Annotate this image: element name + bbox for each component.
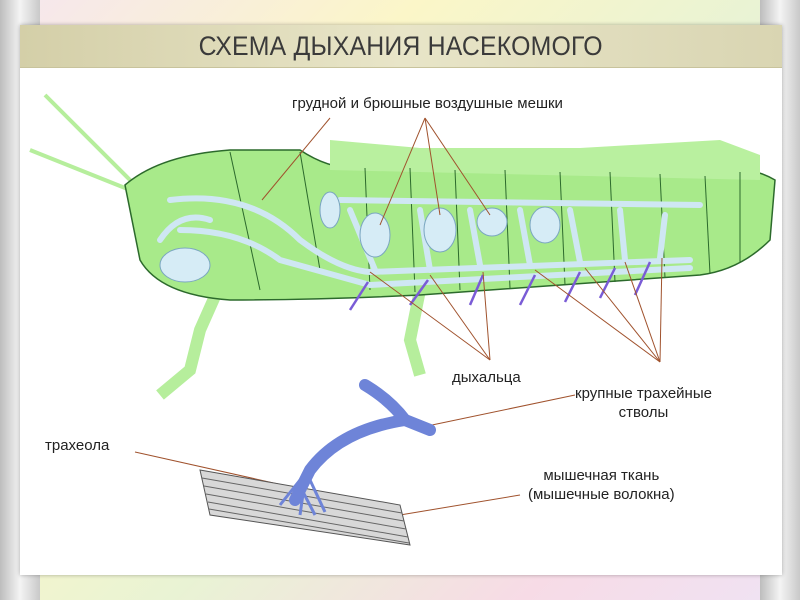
antenna (43, 93, 137, 187)
label-trunks-line1: крупные трахейные (575, 385, 712, 402)
label-muscle: мышечная ткань (мышечные волокна) (528, 466, 675, 504)
label-muscle-line2: (мышечные волокна) (528, 486, 675, 503)
spiracle-arrows (348, 261, 652, 311)
leg (156, 282, 226, 400)
slide-title: СХЕМА ДЫХАНИЯ НАСЕКОМОГО (198, 30, 604, 61)
label-tracheal-trunks: крупные трахейные стволы (575, 384, 712, 422)
muscle-fibers (199, 469, 411, 546)
tracheoles (278, 479, 327, 516)
label-spiracles: дыхальца (452, 369, 521, 386)
slide: СХЕМА ДЫХАНИЯ НАСЕКОМОГО (20, 25, 782, 575)
antenna (29, 148, 131, 192)
label-tracheole: трахеола (45, 437, 110, 454)
wing (330, 140, 760, 180)
label-trunks-line2: стволы (618, 404, 669, 421)
leader-lines (134, 117, 663, 516)
title-band: СХЕМА ДЫХАНИЯ НАСЕКОМОГО (20, 25, 782, 68)
label-muscle-line1: мышечная ткань (543, 467, 660, 484)
air-sacs (159, 191, 561, 283)
label-air-sacs: грудной и брюшные воздушные мешки (292, 95, 563, 112)
trachea-tube (289, 379, 436, 506)
